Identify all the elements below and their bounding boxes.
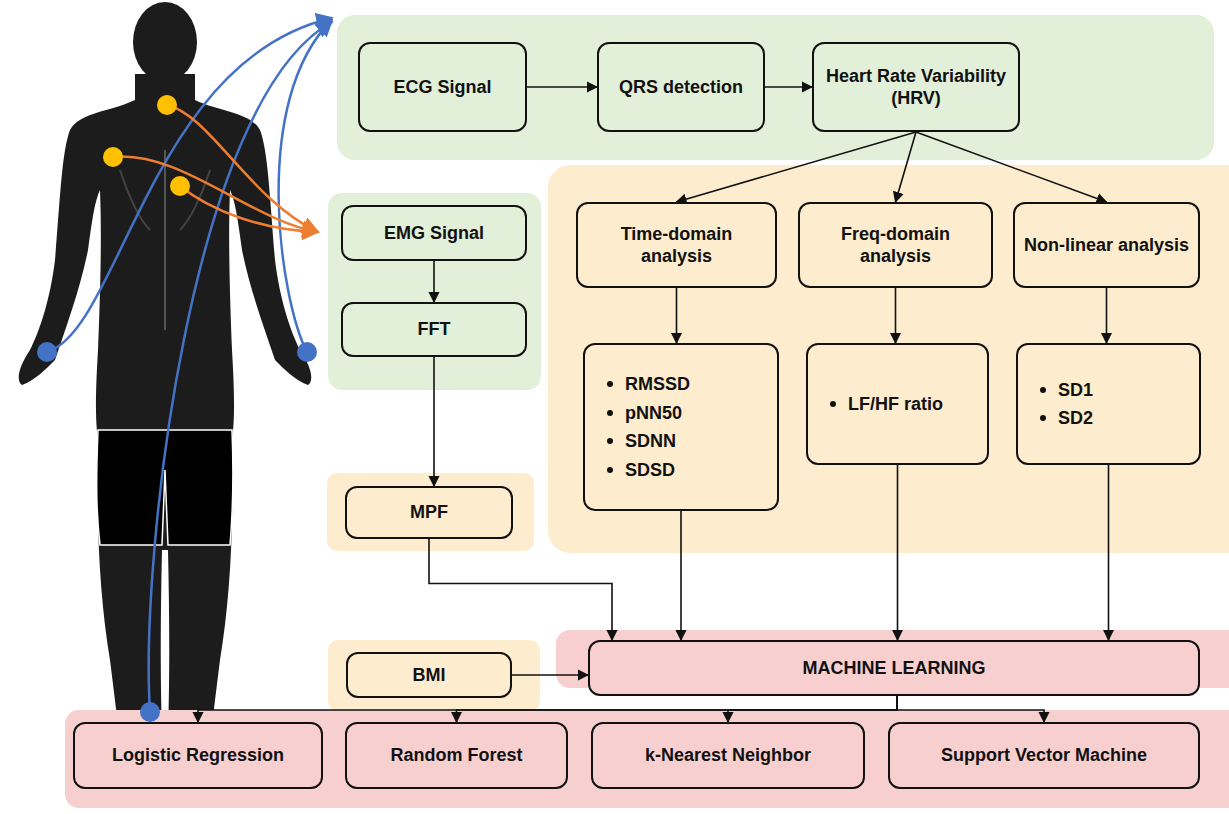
box-label: EMG Signal [384,222,484,245]
box-label: MPF [410,501,448,524]
box-label: Heart Rate Variability (HRV) [822,65,1010,110]
flow-arrow [765,86,812,88]
bullet-dot [830,401,836,407]
flow-arrow [728,696,897,722]
flow-arrow [1106,288,1108,343]
bullet-item: RMSSD [607,373,690,396]
analysis-box: Non-linear analysis [1013,202,1200,288]
box-label: FFT [418,318,451,341]
flow-arrow [1108,465,1110,640]
flow-arrow [676,288,678,343]
bullet-dot [607,467,613,473]
box-label: Random Forest [390,744,522,767]
emg-electrode [170,176,190,196]
bullet-item: pNN50 [607,402,682,425]
process-box: FFT [341,302,527,357]
flow-arrow [198,696,897,722]
feature-name: SD1 [1058,379,1093,402]
emg-lead [167,105,318,232]
emg-leads [113,105,318,232]
flow-arrow [677,132,917,202]
flow-arrow [916,132,1107,202]
ecg-leads [47,18,332,712]
flow-arrow [429,539,612,640]
feature-name: RMSSD [625,373,690,396]
classifier-box: Support Vector Machine [888,722,1200,789]
ecg-lead [149,22,332,712]
process-box: MACHINE LEARNING [588,640,1200,696]
bullet-item: LF/HF ratio [830,393,943,416]
process-box: Heart Rate Variability (HRV) [812,42,1020,132]
process-box: QRS detection [597,42,765,132]
body-silhouette [19,74,312,790]
bullet-dot [607,438,613,444]
feature-name: SDSD [625,459,675,482]
flow-arrow [895,288,897,343]
bullet-dot [607,381,613,387]
box-label: k-Nearest Neighbor [645,744,811,767]
flow-arrow [433,261,435,302]
box-label: BMI [413,664,446,687]
feature-name: pNN50 [625,402,682,425]
box-label: MACHINE LEARNING [803,657,986,680]
bullet-dot [1040,415,1046,421]
process-box: ECG Signal [358,42,527,132]
classifier-box: Logistic Regression [73,722,323,789]
ecg-electrode [37,342,57,362]
bullet-item: SD1 [1040,379,1093,402]
analysis-box: Time-domain analysis [576,202,777,288]
feature-list: LF/HF ratio [806,343,989,465]
feature-box: MPF [345,486,513,539]
ecg-lead [47,18,332,352]
emg-electrode [157,95,177,115]
emg-lead [180,186,318,232]
feature-box: BMI [346,652,512,698]
classifier-box: Random Forest [345,722,568,789]
ecg-electrode [140,702,160,722]
box-label: Non-linear analysis [1024,234,1189,257]
box-label: ECG Signal [393,76,491,99]
classifier-box: k-Nearest Neighbor [591,722,865,789]
emg-lead [113,157,318,232]
spine-line [164,150,166,330]
bullet-item: SD2 [1040,407,1093,430]
bullet-dot [1040,387,1046,393]
process-box: EMG Signal [341,205,527,261]
box-label: Support Vector Machine [941,744,1147,767]
box-label: QRS detection [619,76,743,99]
box-label: Freq-domain analysis [808,223,983,268]
feature-name: SDNN [625,430,676,453]
feature-name: LF/HF ratio [848,393,943,416]
box-label: Logistic Regression [112,744,284,767]
analysis-box: Freq-domain analysis [798,202,993,288]
electrodes [37,95,317,722]
flow-arrow [527,86,597,88]
ecg-electrode [297,342,317,362]
flow-arrow [512,674,588,676]
bullet-item: SDNN [607,430,676,453]
flow-arrow [433,357,435,486]
box-label: Time-domain analysis [586,223,767,268]
flow-arrow [457,696,898,722]
emg-electrode [103,147,123,167]
ecg-lead [279,20,332,352]
feature-list: RMSSD pNN50SDNN SDSD [583,343,779,511]
flow-arrow [896,132,917,202]
flow-arrow [897,465,899,640]
flow-arrow [897,696,1044,722]
feature-name: SD2 [1058,407,1093,430]
flow-arrow [680,511,682,640]
bullet-dot [607,410,613,416]
feature-list: SD1SD2 [1016,343,1201,465]
head [133,2,197,82]
bullet-item: SDSD [607,459,675,482]
